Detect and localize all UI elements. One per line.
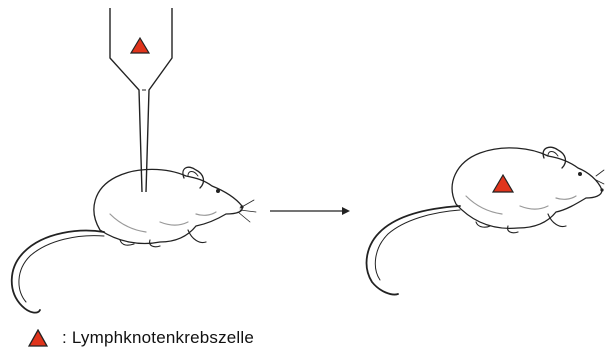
tumor-cell-in-mouse-icon <box>493 175 513 192</box>
right-arrow-icon <box>270 207 350 215</box>
legend-label: : Lymphknotenkrebszelle <box>62 328 254 348</box>
mouse-left-body <box>94 169 242 243</box>
mouse-right-body <box>452 148 602 229</box>
legend: : Lymphknotenkrebszelle <box>28 326 254 350</box>
legend-text: Lymphknotenkrebszelle <box>72 328 254 347</box>
injection-pipette <box>110 8 172 192</box>
red-triangle-icon <box>28 329 48 347</box>
mouse-right <box>367 147 604 294</box>
mouse-left-tail <box>12 231 104 313</box>
mouse-left <box>12 167 256 312</box>
legend-separator: : <box>62 328 67 347</box>
cell-in-pipette-icon <box>131 38 149 53</box>
pipette-body <box>110 8 172 192</box>
